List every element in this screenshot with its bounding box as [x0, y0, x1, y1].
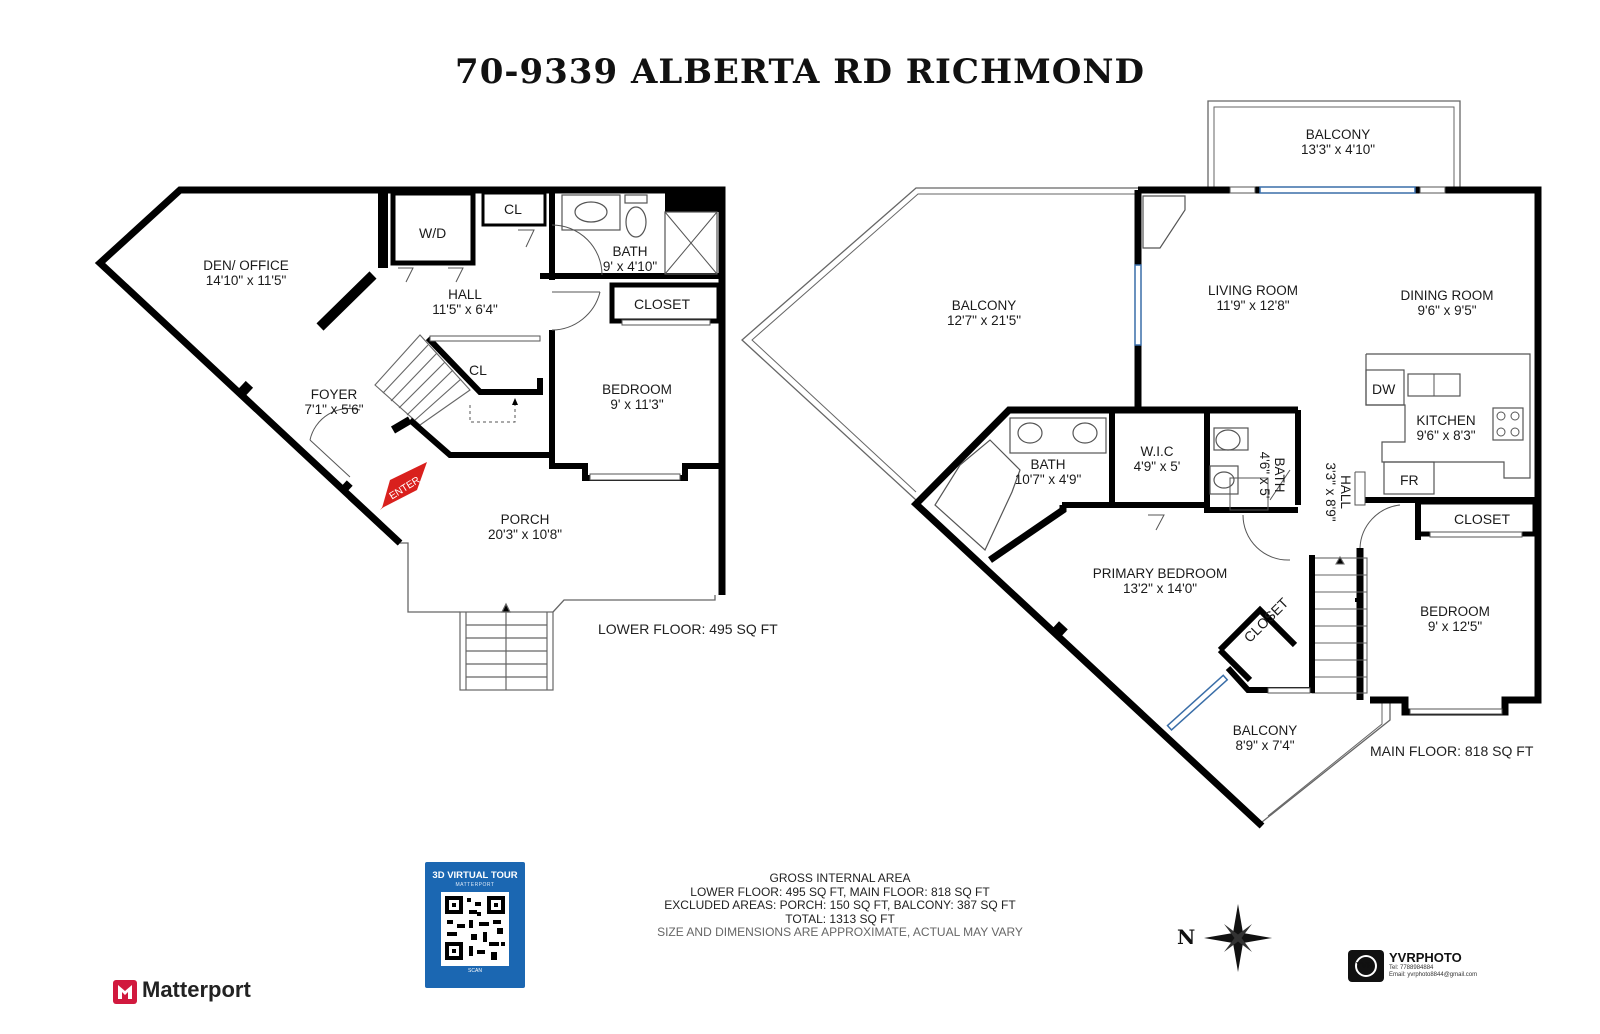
stairs-lower — [374, 334, 471, 426]
lower-exterior-wall — [94, 186, 726, 595]
left-balcony-outline — [741, 187, 1138, 501]
shower — [664, 211, 718, 275]
lower-corner-block — [665, 190, 722, 212]
toilet-tank — [624, 194, 648, 204]
porch-outline-2 — [552, 595, 716, 613]
wd-closet — [390, 190, 476, 266]
virtual-tour-qr-badge[interactable]: 3D VIRTUAL TOUR MATTERPORT SCAN — [425, 862, 525, 988]
stair-lower-wall — [408, 417, 555, 466]
main-diag-wall — [910, 406, 1298, 829]
main-floor-plan — [741, 100, 1542, 829]
living-slider — [1134, 264, 1142, 346]
main-exterior-wall — [1138, 186, 1542, 716]
qr-subtitle: MATTERPORT — [455, 882, 495, 888]
double-vanity — [1009, 417, 1107, 454]
fridge — [1383, 461, 1435, 495]
label-closet-lower: CLOSET — [634, 296, 691, 312]
fireplace — [1142, 195, 1186, 249]
label-wd: W/D — [419, 225, 447, 241]
cl-closet — [481, 191, 547, 227]
den-diagonal-wall — [316, 271, 377, 331]
slider-door-top — [1259, 186, 1416, 194]
matterport-logo-text: Matterport — [142, 977, 251, 1002]
main-floor-area: MAIN FLOOR: 818 SQ FT — [1370, 743, 1534, 759]
top-balcony-outline — [1207, 100, 1461, 190]
label-cl: CL — [504, 201, 522, 217]
closet-door — [621, 319, 711, 326]
cooktop — [1492, 407, 1524, 441]
qr-title: 3D VIRTUAL TOUR — [432, 870, 518, 881]
gross-internal-area: GROSS INTERNAL AREA LOWER FLOOR: 495 SQ … — [620, 871, 1060, 940]
bottom-balcony-outline — [1261, 700, 1391, 823]
bathtub — [934, 439, 1021, 551]
gia-line2: EXCLUDED AREAS: PORCH: 150 SQ FT, BALCON… — [664, 898, 1016, 912]
living-window — [1229, 186, 1256, 194]
porch-left-wall — [347, 494, 403, 546]
yvrphoto-logo-icon — [1348, 950, 1384, 982]
photographer-info: YVRPHOTO Tel: 7788984884 Email: yvrphoto… — [1389, 950, 1477, 979]
north-label: N — [1177, 925, 1196, 949]
stair-wall — [425, 335, 543, 395]
label-cl-stair: CL — [469, 362, 487, 378]
photographer-brand: YVRPHOTO — [1389, 950, 1462, 965]
lower-floor-area: LOWER FLOOR: 495 SQ FT — [598, 621, 778, 637]
gia-note: SIZE AND DIMENSIONS ARE APPROXIMATE, ACT… — [657, 925, 1023, 939]
gia-line3: TOTAL: 1313 SQ FT — [785, 911, 895, 926]
bath-vanity — [561, 194, 621, 231]
gia-heading: GROSS INTERNAL AREA — [769, 871, 911, 885]
balcony-slider — [1166, 674, 1229, 732]
porch-steps — [459, 602, 554, 691]
compass-rose — [1204, 904, 1272, 972]
photographer-tel: Tel: 7788984884 — [1389, 965, 1434, 971]
label-dw: DW — [1372, 381, 1396, 397]
page-title: 70-9339 ALBERTA RD RICHMOND — [455, 52, 1145, 92]
porch-outline — [400, 542, 460, 613]
bedroom-window — [589, 473, 681, 481]
gia-line1: LOWER FLOOR: 495 SQ FT, MAIN FLOOR: 818 … — [690, 884, 990, 899]
qr-code-icon — [441, 892, 509, 966]
photographer-email: Email: yvrphoto8844@gmail.com — [1389, 972, 1478, 978]
matterport-logo-icon — [113, 980, 137, 1004]
photographer-mark: YVR — [1356, 961, 1373, 970]
label-fr: FR — [1400, 472, 1419, 488]
lower-floor-plan — [94, 186, 726, 691]
closet-diag-wall — [1217, 605, 1298, 653]
qr-caption: SCAN — [468, 968, 482, 974]
label-closet-main: CLOSET — [1454, 511, 1511, 527]
bedroom2-window — [1409, 708, 1503, 715]
matterport-logo: Matterport — [142, 977, 251, 1003]
